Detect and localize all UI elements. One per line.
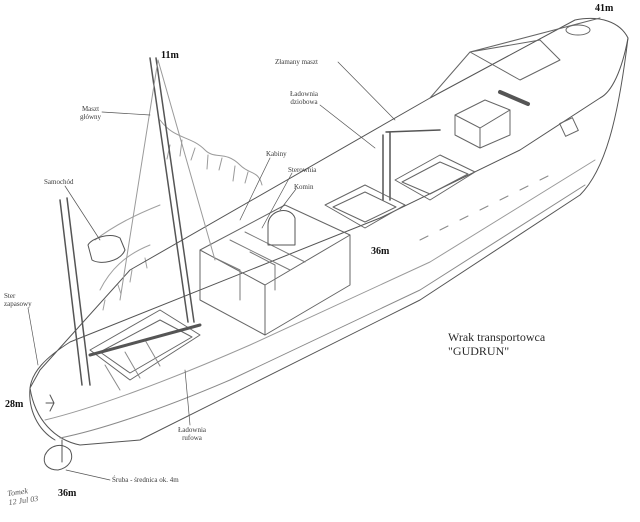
label-main-mast-line2: główny: [80, 113, 101, 122]
aft-mast-shape: [59, 197, 91, 386]
leader-bow-hold: [319, 104, 376, 149]
leader-wheelhouse: [261, 172, 293, 229]
leader-car: [64, 185, 101, 241]
depth-stern-side: 28m: [5, 399, 24, 410]
car-shape: [87, 235, 126, 263]
diagram-title: Wrak transportowca "GUDRUN": [448, 330, 545, 359]
label-spare-rudder-line2: zapasowy: [4, 300, 32, 309]
leader-cabins: [239, 157, 271, 221]
stern-star: [45, 394, 55, 412]
diagram-title-line1: Wrak transportowca: [448, 330, 546, 344]
label-main-mast-line1: Maszt: [81, 105, 100, 113]
label-cabins: Kabiny: [266, 150, 287, 158]
stern-hold: [89, 309, 201, 381]
label-stern-hold-line2: rufowa: [182, 434, 202, 443]
label-car: Samochód: [44, 178, 74, 186]
label-bow-hold-line1: Ładownia: [290, 90, 318, 98]
hull-side: [29, 37, 629, 446]
depth-mast-top: 11m: [161, 50, 179, 61]
superstructure: [199, 204, 351, 336]
depth-bow-top: 41m: [595, 3, 614, 14]
bow-hold-2: [394, 154, 476, 201]
depth-mid-deck: 36m: [371, 246, 390, 257]
label-broken-mast: Złamany maszt: [275, 58, 318, 66]
label-stern-hold: Ładownia rufowa: [178, 426, 206, 442]
diagram-title-line2: "GUDRUN": [448, 344, 510, 359]
main-mast-shape: [149, 57, 195, 323]
label-stern-hold-line1: Ładownia: [178, 426, 206, 434]
leader-spare-rudder: [27, 307, 39, 366]
leader-stern-hold: [184, 369, 191, 426]
stern: [29, 387, 56, 441]
winch: [498, 90, 530, 106]
label-funnel: Komin: [294, 183, 314, 191]
bow-superstructure-window: [559, 117, 579, 137]
bow-deck: [429, 17, 601, 99]
broken-mast-shape: [382, 129, 441, 201]
seaweed-net: [159, 119, 263, 186]
leader-main-mast: [101, 111, 151, 116]
funnel: [267, 210, 296, 246]
label-wheelhouse: Sterownia: [288, 166, 317, 174]
label-spare-rudder-line1: Ster: [4, 292, 16, 300]
bow-hold-1: [324, 184, 406, 229]
leader-propeller: [65, 469, 111, 481]
hull-outline: [29, 17, 629, 389]
depth-stern-bottom: 36m: [58, 488, 77, 499]
label-bow-hold-line2: dziobowa: [290, 98, 318, 107]
label-propeller: Śruba - średnica ok. 4m: [112, 476, 179, 484]
label-spare-rudder: Ster zapasowy: [4, 292, 32, 308]
bow-hatch: [565, 24, 591, 36]
leader-broken-mast: [337, 61, 396, 121]
leader-funnel: [279, 188, 297, 211]
propeller-shape: [43, 444, 73, 471]
label-bow-hold: Ładownia dziobowa: [290, 90, 318, 106]
label-main-mast: Maszt główny: [80, 105, 101, 121]
